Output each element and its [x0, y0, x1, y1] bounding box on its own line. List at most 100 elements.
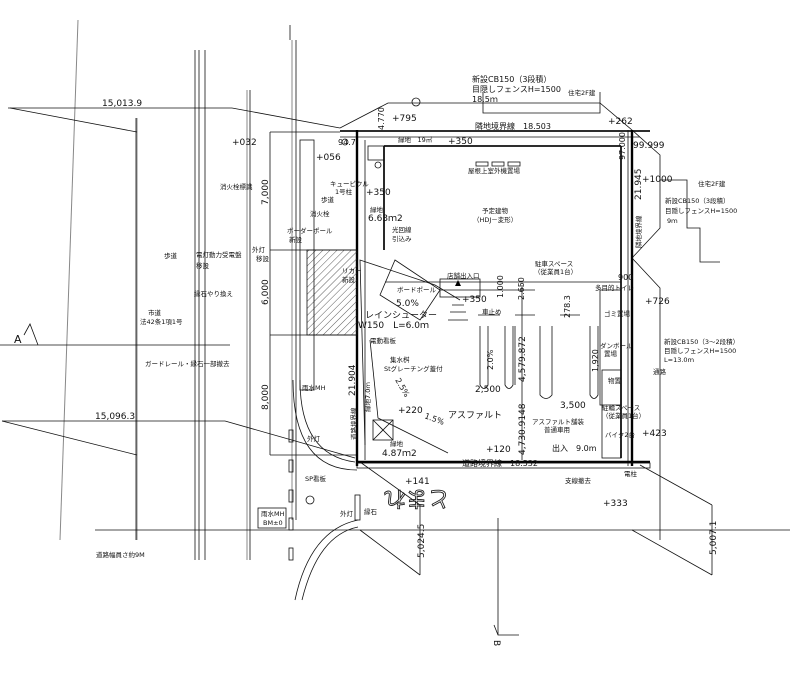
dimension-labels: 15,013.9 15,096.3 7,000 6,000 8,000 21.9… [95, 99, 719, 558]
note-cardboard-2: 置場 [604, 349, 618, 358]
dim-278: 278.3 [563, 295, 572, 318]
note-storm-mh-2: 雨水MH [261, 509, 285, 518]
dimension-lines [0, 107, 790, 636]
level-mark: +333 [603, 499, 628, 509]
note-sp-sign: SP看板 [305, 474, 327, 483]
note-fence-top-3: 18.5ｍ [472, 95, 498, 104]
section-mark-a: A [14, 333, 22, 346]
neighbor-fences [339, 92, 720, 540]
note-building-2: （HDJ－変形） [473, 215, 517, 224]
road-marking: とまれ [384, 485, 450, 510]
dim-6000: 6,000 [261, 279, 271, 305]
road-lines [59, 19, 297, 560]
note-storage: 物置 [608, 376, 622, 385]
dim-boundary-bottom: 道路境界線 18.532 [462, 458, 538, 468]
parking-stalls [448, 161, 622, 460]
note-sign-board: 電動看板 [370, 336, 397, 345]
level-mark: +220 [398, 406, 423, 416]
note-panel-1: 電灯動力受電盤 [196, 250, 242, 259]
note-store-entrance: 店舗出入口 [447, 271, 480, 280]
note-fence-lower-1: 新設CB150（3〜2段積） [664, 337, 739, 346]
note-green-left-1: 緑地 [370, 205, 384, 214]
note-light-move-1: 外灯 [252, 245, 266, 254]
level-mark: +795 [392, 114, 417, 124]
dim-stall-depth: 4,579.872 [518, 336, 528, 382]
note-city-road-2: 法42条1項1号 [140, 317, 183, 326]
dim-corner-right: 99.999 [633, 141, 665, 151]
note-curb: 縁石 [364, 507, 378, 516]
dim-bottom-width: 15,096.3 [95, 412, 135, 422]
note-staff-parking-2: （従業員1台） [534, 267, 577, 276]
dim-8000: 8,000 [261, 384, 271, 410]
note-road-height: 道路幅員さ約9M [96, 550, 145, 559]
note-bicycle-1: 駐輪スペース [602, 403, 640, 412]
note-fence-top-2: 目隠しフェンスH=1500 [472, 84, 561, 94]
note-asphalt-paving-1: アスファルト舗装 [532, 417, 585, 426]
level-mark: +056 [316, 153, 341, 163]
note-liquor-2: 新設 [342, 275, 356, 284]
dim-entrance: 出入 9.0m [552, 443, 597, 453]
level-mark: +350 [366, 188, 391, 198]
level-mark: +726 [645, 297, 670, 307]
note-rain-shooter-2: W150 L=6.0ｍ [358, 321, 429, 331]
note-cardboard-1: ダンボール [600, 341, 633, 350]
level-mark: +423 [642, 429, 667, 439]
note-asphalt-paving-2: 普通車用 [544, 425, 570, 434]
note-guardrail: ガードレール・縁石一部撤去 [145, 359, 230, 368]
note-light-bottom: 外灯 [307, 434, 321, 443]
note-cubicle-2: 1号柱 [335, 187, 353, 196]
note-fiber-2: 引込み [392, 234, 412, 243]
note-hydrant: 消火栓 [310, 209, 330, 218]
note-slope-5: 5.0% [396, 299, 419, 309]
note-green-bottom-2: 4.87ｍ2 [382, 449, 417, 459]
note-cubicle-1: キュービクル [330, 179, 369, 188]
note-fence-top-1: 新設CB150（3段積） [472, 74, 551, 84]
lane-markers [257, 138, 382, 561]
note-fiber-1: 光回線 [392, 225, 412, 234]
note-light-move-2: 移設 [256, 254, 270, 263]
level-mark: +350 [448, 137, 473, 147]
note-bollard-2: 新設 [289, 235, 303, 244]
note-passage: 通路 [653, 367, 667, 376]
note-bike: バイク2台 [605, 430, 635, 439]
note-liquor-1: リカー [342, 267, 362, 275]
note-car-stop: 車止め [482, 307, 502, 316]
hatched-area [306, 249, 358, 336]
note-green-bottom-1: 緑地 [390, 439, 404, 448]
dim-diag-top-left: 4.770 [377, 107, 386, 130]
level-mark: +262 [608, 117, 633, 127]
entrance-curves [292, 259, 461, 601]
section-mark-b: B [491, 640, 501, 646]
note-slope-15: 1.5% [423, 411, 446, 427]
dim-stall-width: 2,500 [475, 385, 501, 395]
dim-1000: 1.000 [496, 275, 505, 298]
note-asphalt: アスファルト [448, 411, 502, 421]
note-panel-2: 移設 [196, 261, 210, 270]
note-house-right: 住宅2F建 [698, 179, 726, 188]
note-fence-right-1: 新設CB150（3段積） [665, 196, 730, 205]
dim-road-left: 5,024.5 [417, 524, 427, 558]
note-fence-right-3: 9ｍ [667, 217, 678, 225]
note-green-strip: 緑地7.0ｍ [363, 382, 372, 412]
note-pole: 電柱 [624, 469, 638, 478]
level-mark: +120 [486, 445, 511, 455]
note-road-boundary-v: 道路境界線 [349, 407, 358, 440]
note-fence-lower-3: L=13.0ｍ [664, 356, 695, 364]
dim-7000: 7,000 [261, 179, 271, 205]
note-light-road: 外灯 [340, 509, 354, 518]
level-mark: +350 [462, 295, 487, 305]
note-house-top: 住宅2F建 [568, 88, 596, 97]
note-bicycle-2: （従業員1台） [602, 411, 645, 420]
note-storm-mh: 雨水MH [302, 383, 326, 392]
level-mark: +1000 [642, 175, 673, 185]
note-catch-basin-2: Stグレーチング蓋付 [384, 364, 443, 373]
dim-boundary-left: 21.904 [348, 364, 358, 396]
note-staff-parking-1: 駐車スペース [535, 259, 573, 268]
dim-stall-width-2: 3,500 [560, 401, 586, 411]
dim-2650: 2.650 [517, 277, 526, 300]
dim-boundary-right: 21.945 [634, 169, 644, 201]
level-mark: +141 [405, 477, 430, 487]
note-bollard-1: ボーダーポール [287, 226, 333, 235]
note-building-1: 予定建物 [482, 206, 509, 215]
